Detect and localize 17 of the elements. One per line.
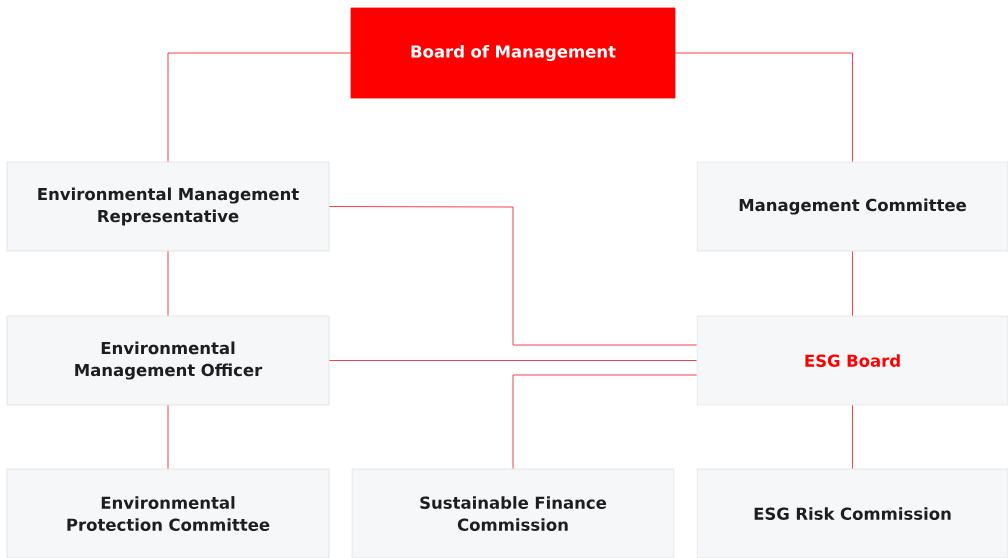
org-box: Management Committee — [696, 161, 1008, 252]
connector-line — [167, 251, 169, 316]
connector-line — [329, 360, 697, 361]
org-box: Environmental Management Representative — [6, 161, 330, 252]
org-box: ESG Risk Commission — [696, 468, 1008, 558]
connector-line — [852, 251, 853, 316]
board-box: Board of Management — [350, 7, 676, 99]
connector-line — [852, 405, 853, 469]
connector-line — [329, 206, 697, 346]
connector-line — [167, 52, 351, 162]
connector-line — [167, 405, 169, 469]
connector-line — [675, 52, 853, 162]
connector-line — [512, 374, 697, 469]
org-box: ESG Board — [696, 315, 1008, 406]
org-box: Environmental Protection Committee — [6, 468, 330, 558]
org-box: Sustainable Finance Commission — [351, 468, 675, 558]
org-box: Environmental Management Officer — [6, 315, 330, 406]
